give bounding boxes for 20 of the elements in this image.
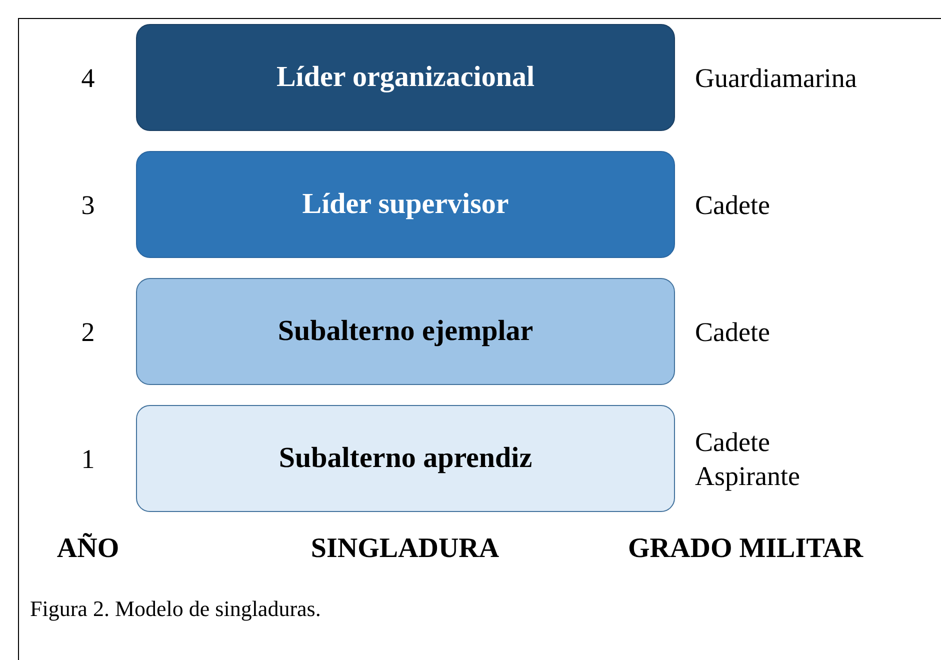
year-number: 3 <box>80 188 96 222</box>
year-number: 2 <box>80 316 96 348</box>
figure-caption: Figura 2. Modelo de singladuras. <box>30 596 321 622</box>
rank-name: Cadete <box>695 316 771 348</box>
rank-name: Guardiamarina <box>695 62 858 94</box>
stage-name: Líder supervisor <box>302 188 509 221</box>
stage-box <box>136 278 675 385</box>
stage-box <box>136 24 675 131</box>
stage-name: Subalterno aprendiz <box>278 442 532 475</box>
column-heading: GRADO MILITAR <box>628 533 864 565</box>
year-number: 1 <box>80 442 96 476</box>
column-heading: AÑO <box>56 533 120 565</box>
stage-name: Subalterno ejemplar <box>278 315 534 348</box>
stage-name: Líder organizacional <box>276 61 535 94</box>
stage-box <box>136 151 675 258</box>
rank-name: Cadete <box>695 188 771 222</box>
column-heading: SINGLADURA <box>310 533 500 565</box>
stage-box <box>136 405 675 512</box>
year-number: 4 <box>80 62 96 94</box>
rank-name: Cadete Aspirante <box>695 426 801 492</box>
